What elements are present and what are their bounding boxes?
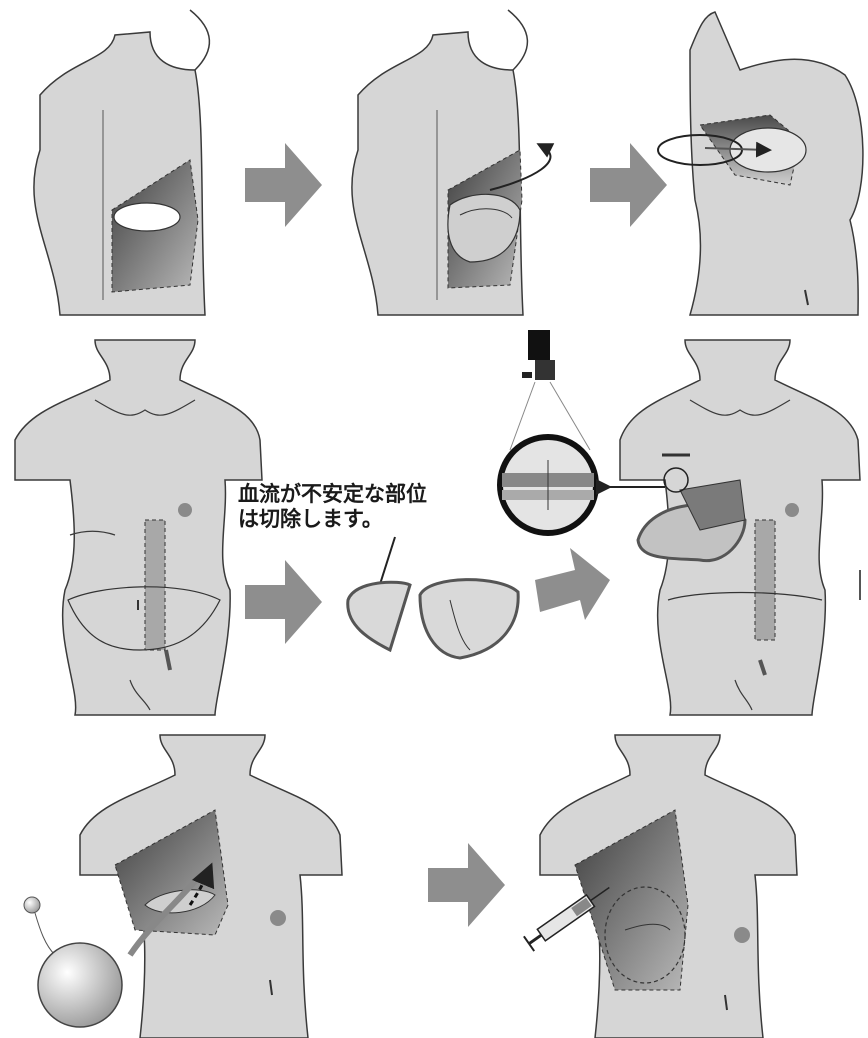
panel-front-abdomen: [15, 340, 262, 715]
annotation-text: 血流が不安定な部位 は切除します。: [238, 482, 478, 532]
step-arrow: [590, 143, 667, 227]
panel-back-view-2: [352, 10, 551, 315]
step-arrow: [428, 843, 505, 927]
tissue-expander-icon: [24, 897, 122, 1027]
annotation-line-1: 血流が不安定な部位: [238, 482, 478, 507]
step-arrow: [245, 560, 322, 644]
microscope-icon: [522, 330, 555, 380]
flap-pieces: [348, 580, 518, 658]
panel-front-final: [540, 735, 797, 1038]
step-arrow: [535, 548, 610, 620]
panel-back-view-1: [34, 10, 210, 315]
panel-front-flap: [620, 340, 860, 715]
step-arrow: [245, 143, 322, 227]
panel-side-view: [658, 12, 863, 315]
annotation-line-2: は切除します。: [238, 507, 478, 532]
magnifier-icon: [500, 437, 596, 533]
